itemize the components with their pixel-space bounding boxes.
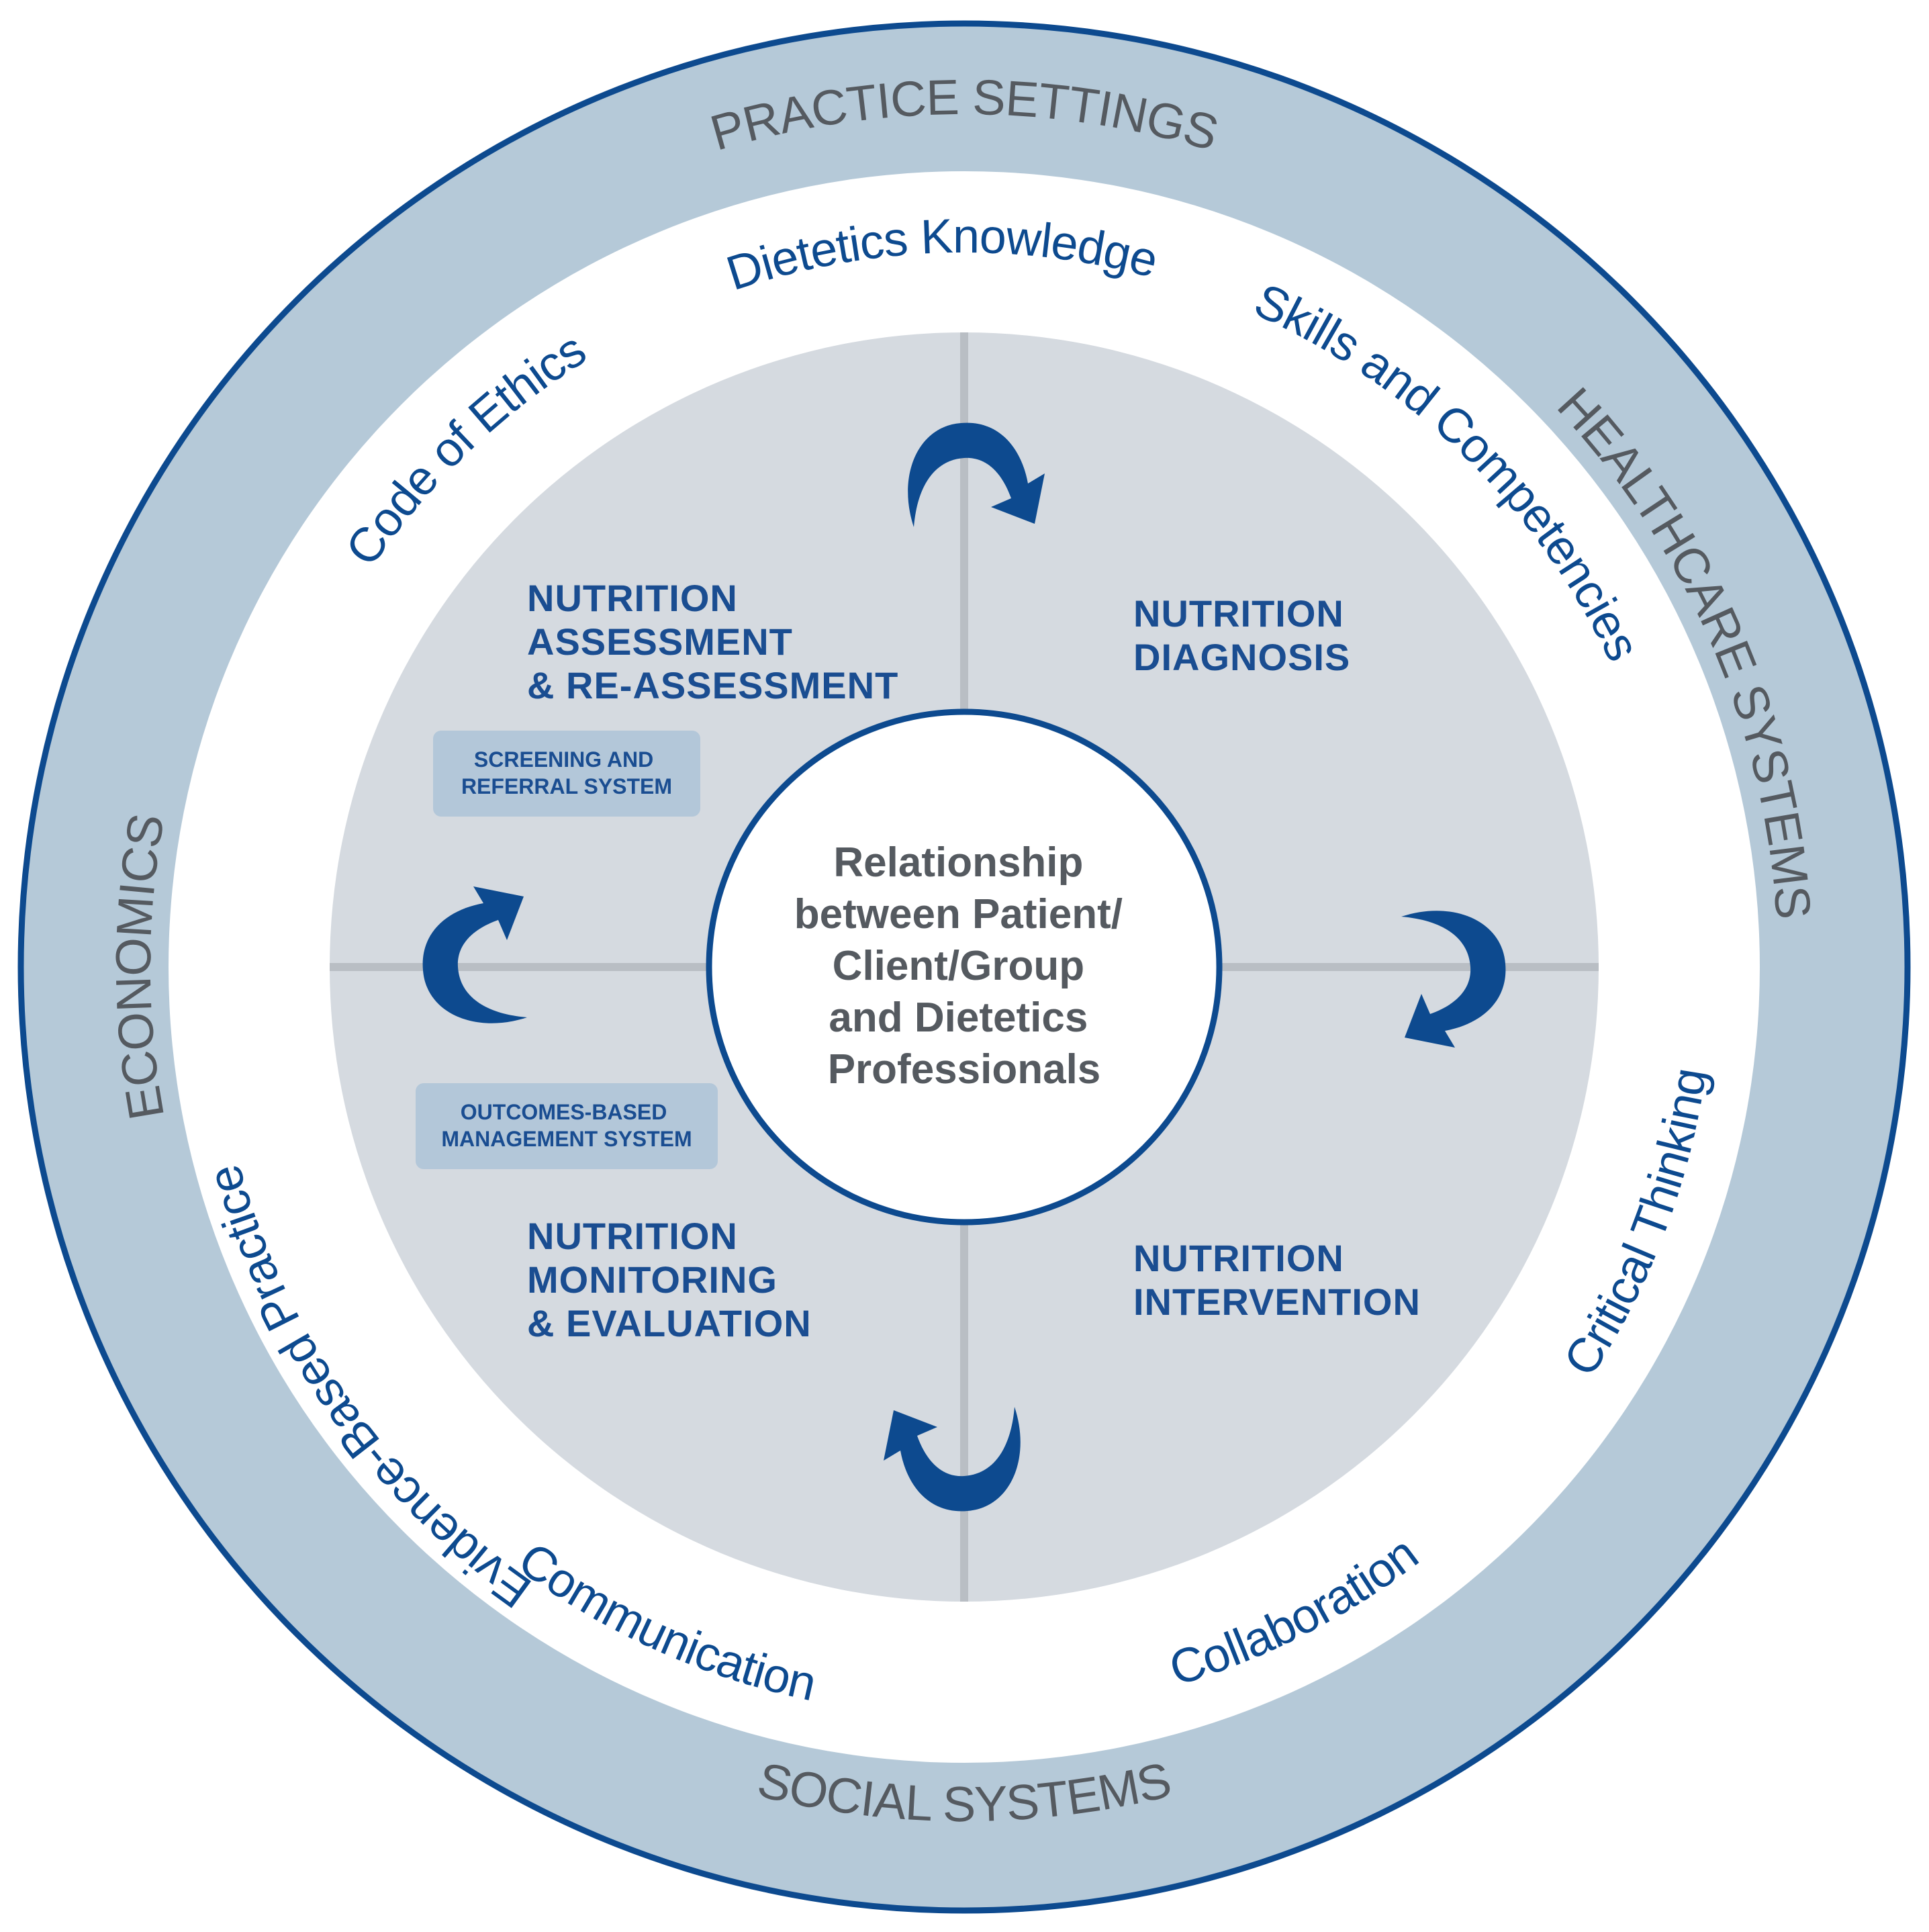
step-intervention: NUTRITION INTERVENTION xyxy=(1133,1237,1421,1323)
cycle-arrow-bottom xyxy=(884,1407,1021,1512)
outcomes-system-box xyxy=(416,1083,718,1169)
cycle-arrow-top xyxy=(908,422,1045,527)
center-label: Relationship between Patient/ Client/Gro… xyxy=(794,839,1134,1093)
outer-border xyxy=(17,20,1911,1914)
outcomes-system-label: OUTCOMES-BASED MANAGEMENT SYSTEM xyxy=(441,1100,692,1151)
cycle-arrow-left xyxy=(422,886,527,1023)
screening-system-label: SCREENING AND REFERRAL SYSTEM xyxy=(461,747,672,798)
center-circle xyxy=(706,708,1223,1226)
step-assessment: NUTRITION ASSESSMENT & RE-ASSESSMENT xyxy=(527,577,898,706)
screening-system-box xyxy=(433,731,700,817)
step-monitoring: NUTRITION MONITORING & EVALUATION xyxy=(527,1215,812,1344)
cycle-arrow-right xyxy=(1401,911,1506,1048)
step-diagnosis: NUTRITION DIAGNOSIS xyxy=(1133,592,1355,678)
